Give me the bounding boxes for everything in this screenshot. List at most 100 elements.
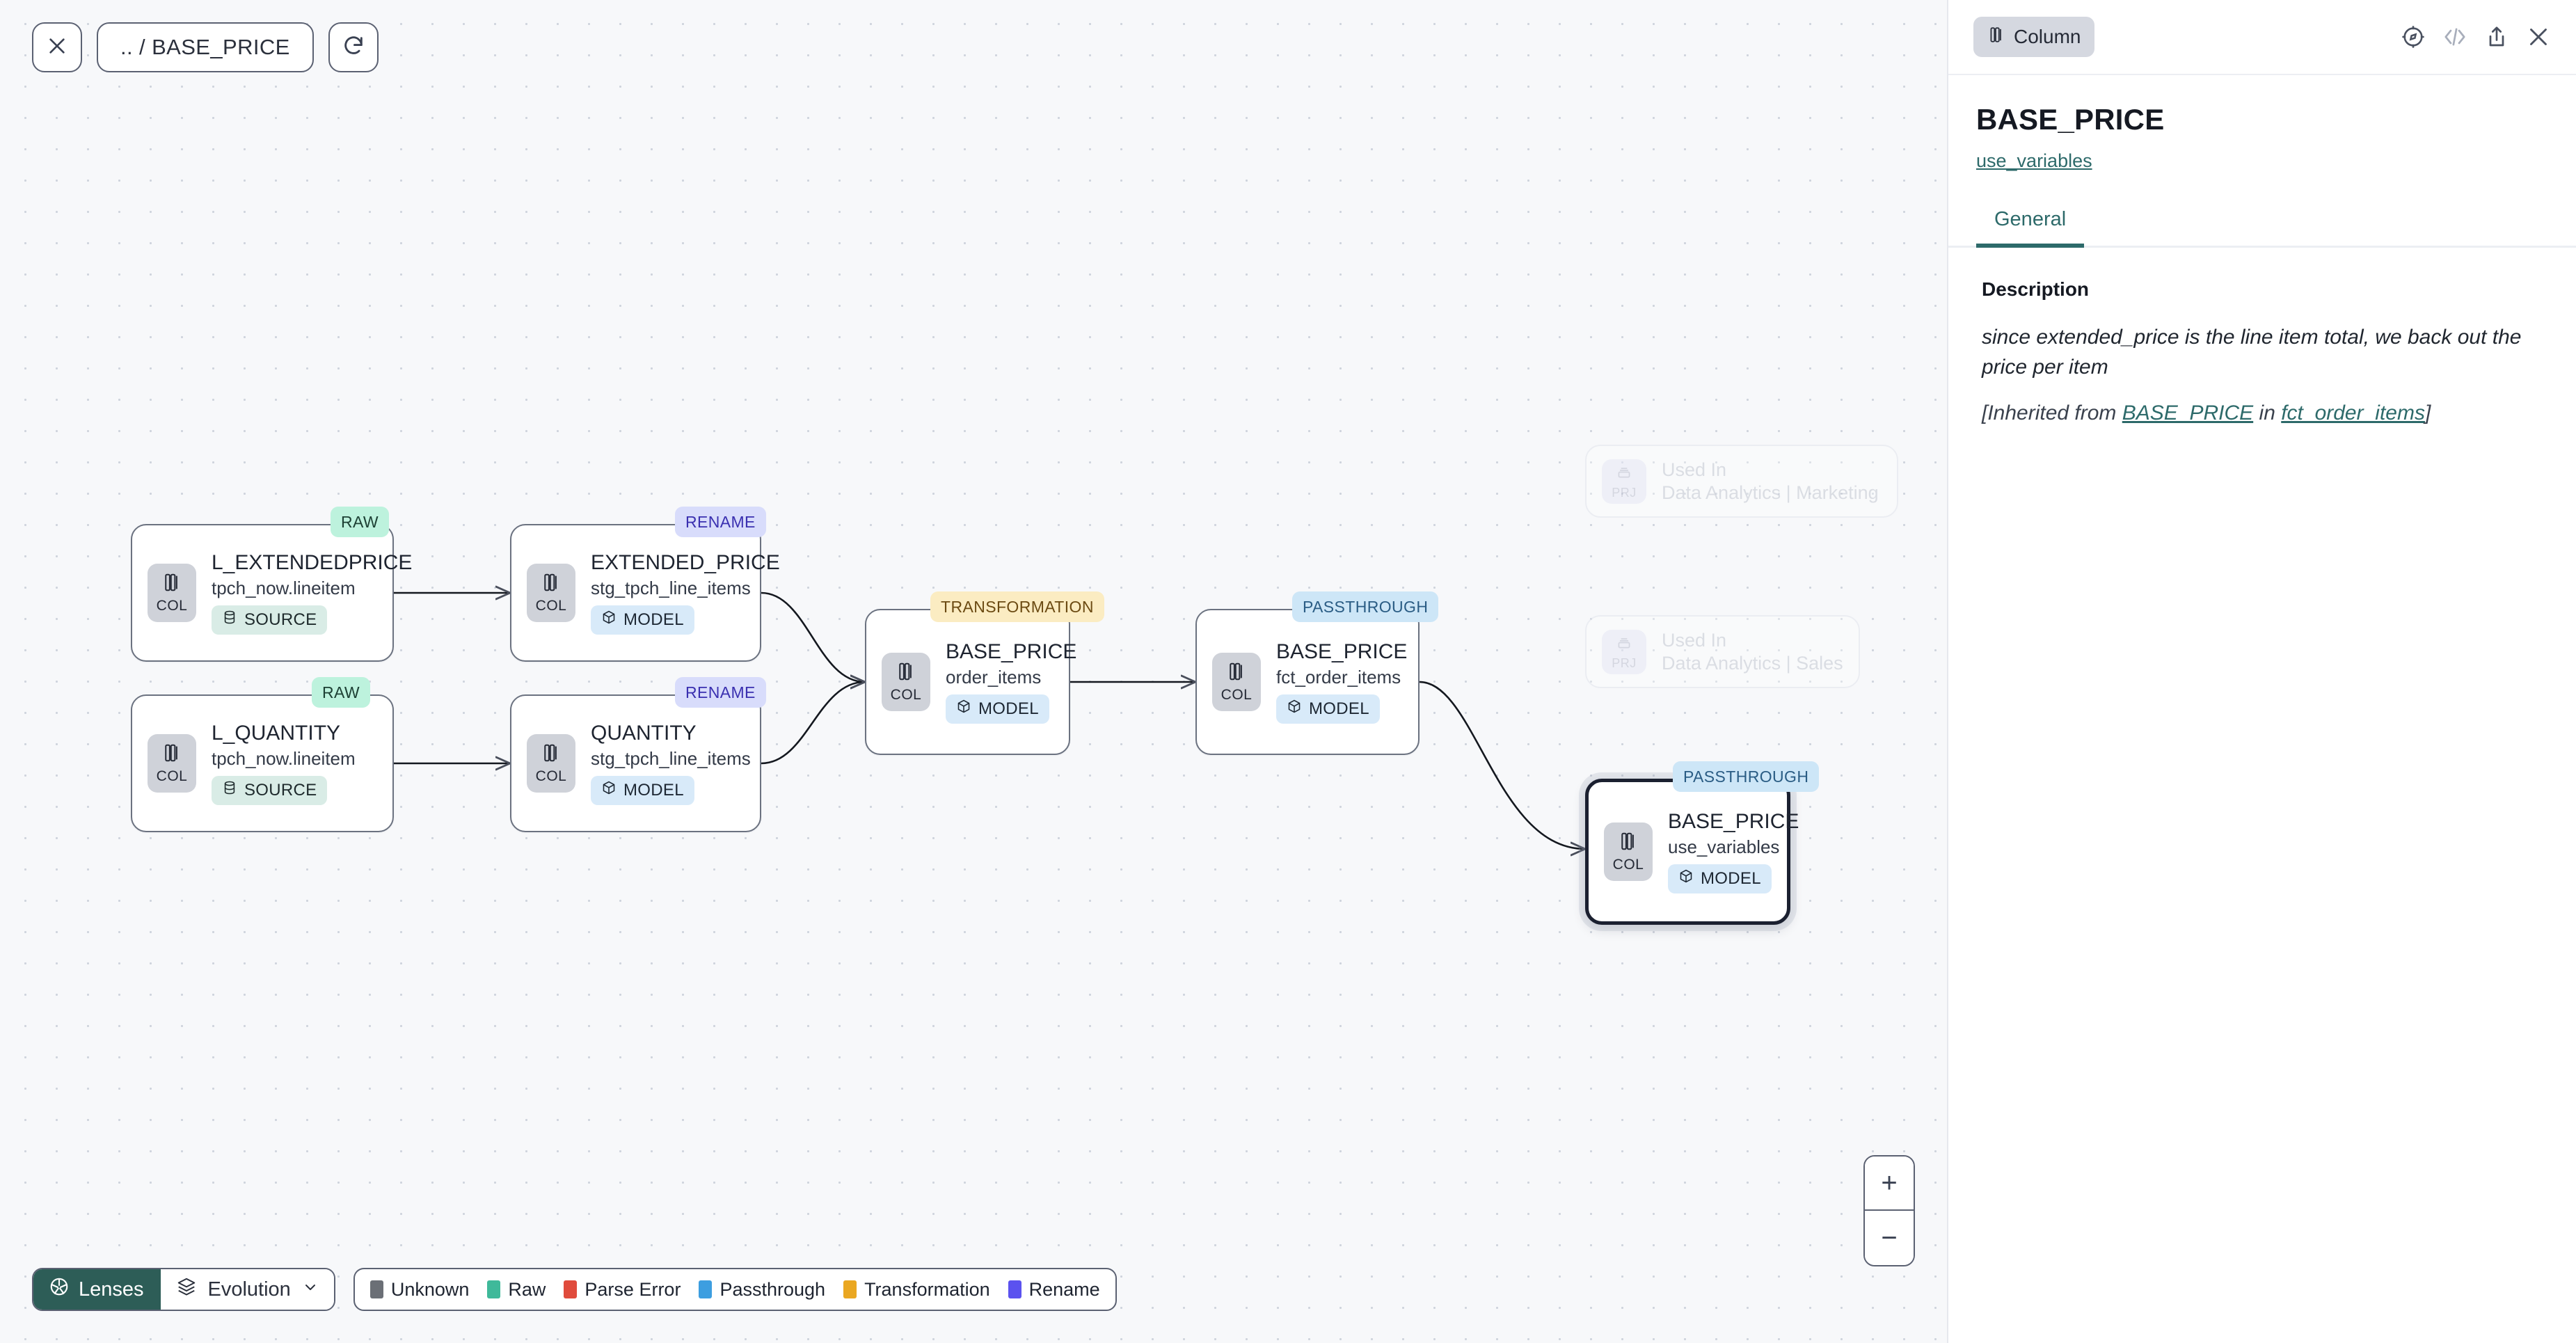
node-title: L_QUANTITY	[212, 722, 341, 745]
legend-swatch	[699, 1280, 713, 1298]
node-chip-col: COL	[527, 564, 575, 622]
lineage-node-selected[interactable]: COL BASE_PRICE use_variables MODEL	[1585, 779, 1799, 925]
node-chip-col: COL	[1212, 653, 1261, 711]
node-badge-rename: RENAME	[675, 507, 766, 537]
lenses-button[interactable]: Lenses	[33, 1269, 161, 1310]
node-chip-label: COL	[890, 686, 922, 703]
used-in-label: Used In	[1662, 459, 1727, 481]
cube-icon	[601, 610, 617, 630]
tab-general[interactable]: General	[1976, 208, 2085, 248]
legend-item[interactable]: Transformation	[843, 1279, 990, 1301]
panel-tabs: General	[1948, 208, 2576, 248]
legend-item[interactable]: Parse Error	[564, 1279, 681, 1301]
close-icon	[46, 35, 68, 61]
node-pill-label: MODEL	[623, 610, 684, 629]
column-icon	[1226, 661, 1247, 685]
node-pill-model: MODEL	[591, 775, 694, 805]
panel-header: Column	[1948, 0, 2576, 75]
inherited-suffix: ]	[2424, 402, 2431, 425]
legend-item[interactable]: Rename	[1008, 1279, 1100, 1301]
refresh-button[interactable]	[328, 22, 379, 72]
description-text: since extended_price is the line item to…	[1982, 326, 2522, 379]
node-badge-passthrough: PASSTHROUGH	[1292, 591, 1439, 622]
breadcrumb[interactable]: .. / BASE_PRICE	[97, 22, 314, 72]
node-chip-label: COL	[535, 597, 567, 614]
evolution-dropdown[interactable]: Evolution	[160, 1269, 334, 1310]
node-chip-label: COL	[535, 768, 567, 784]
lineage-legend: Unknown Raw Parse Error Passthrough Tran…	[353, 1268, 1117, 1311]
lineage-node[interactable]: COL BASE_PRICE order_items MODEL	[865, 609, 1077, 755]
zoom-in-button[interactable]: +	[1865, 1157, 1914, 1211]
inherited-model-link[interactable]: fct_order_items	[2281, 402, 2425, 425]
used-in-node[interactable]: PRJ Used In Data Analytics | Marketing	[1585, 445, 1898, 518]
zoom-controls: + −	[1863, 1155, 1915, 1266]
lineage-node[interactable]: COL QUANTITY stg_tpch_line_items MODEL	[510, 694, 761, 832]
column-icon	[541, 572, 562, 596]
cube-icon	[956, 699, 971, 719]
inherited-prefix: [Inherited from	[1982, 402, 2122, 425]
canvas-bottom-bar: Lenses Evolution Unknown Raw Parse Error…	[32, 1268, 1117, 1311]
legend-label: Passthrough	[719, 1278, 826, 1300]
node-title: QUANTITY	[591, 722, 697, 745]
node-pill-label: SOURCE	[244, 780, 317, 800]
node-pill-model: MODEL	[591, 605, 694, 635]
panel-title-area: BASE_PRICE use_variables	[1948, 75, 2576, 172]
column-icon	[161, 572, 182, 596]
node-chip-label: COL	[1221, 686, 1253, 703]
database-icon	[222, 780, 237, 800]
inherited-column-link[interactable]: BASE_PRICE	[2122, 402, 2254, 425]
node-chip-label: PRJ	[1612, 485, 1637, 500]
panel-header-actions	[2401, 24, 2551, 49]
node-badge-passthrough: PASSTHROUGH	[1673, 761, 1820, 792]
lineage-node[interactable]: COL L_EXTENDEDPRICE tpch_now.lineitem SO…	[131, 524, 412, 662]
node-title: BASE_PRICE	[1668, 810, 1799, 834]
canvas-toolbar: .. / BASE_PRICE	[32, 22, 379, 72]
lineage-node[interactable]: COL BASE_PRICE fct_order_items MODEL	[1195, 609, 1420, 755]
legend-item[interactable]: Unknown	[369, 1278, 470, 1301]
node-chip-label: PRJ	[1612, 655, 1637, 670]
lineage-node[interactable]: COL L_QUANTITY tpch_now.lineitem SOURCE	[131, 694, 394, 832]
column-icon	[1618, 831, 1639, 855]
lenses-label: Lenses	[79, 1278, 144, 1301]
zoom-out-button[interactable]: −	[1865, 1211, 1914, 1265]
used-in-project: Data Analytics | Marketing	[1662, 482, 1879, 503]
close-icon[interactable]	[2526, 24, 2551, 49]
parent-model-link[interactable]: use_variables	[1976, 150, 2092, 171]
node-chip-col: COL	[148, 564, 196, 622]
node-chip-label: COL	[156, 768, 188, 784]
column-icon	[1987, 26, 2005, 49]
inherited-mid: in	[2253, 402, 2282, 425]
panel-content: Description since extended_price is the …	[1948, 248, 2576, 429]
used-in-node[interactable]: PRJ Used In Data Analytics | Sales	[1585, 615, 1860, 688]
explore-icon[interactable]	[2401, 24, 2426, 49]
cube-icon	[1678, 868, 1694, 889]
entity-kind-label: Column	[2014, 26, 2081, 47]
node-chip-label: COL	[1612, 856, 1644, 873]
node-title: BASE_PRICE	[946, 640, 1077, 664]
share-icon[interactable]	[2484, 24, 2509, 49]
node-chip-prj: PRJ	[1602, 629, 1646, 674]
lineage-canvas[interactable]: .. / BASE_PRICE	[0, 0, 1947, 1343]
page-title: BASE_PRICE	[1976, 103, 2165, 136]
lineage-node[interactable]: COL EXTENDED_PRICE stg_tpch_line_items M…	[510, 524, 780, 662]
details-panel: Column BASE_PRICE use_variables	[1947, 0, 2576, 1343]
close-button[interactable]	[32, 22, 82, 72]
column-icon	[161, 742, 182, 767]
legend-swatch	[369, 1280, 383, 1298]
layers-icon	[176, 1276, 197, 1303]
refresh-icon	[342, 34, 365, 61]
description-body: since extended_price is the line item to…	[1982, 323, 2531, 429]
node-chip-col: COL	[148, 734, 196, 793]
code-icon[interactable]	[2442, 24, 2467, 49]
legend-item[interactable]: Raw	[487, 1279, 546, 1301]
node-badge-raw: RAW	[331, 507, 390, 537]
legend-label: Unknown	[390, 1278, 470, 1300]
cube-icon	[1287, 699, 1302, 719]
legend-item[interactable]: Passthrough	[699, 1279, 825, 1301]
node-badge-transformation: TRANSFORMATION	[930, 591, 1104, 622]
node-subtitle: stg_tpch_line_items	[591, 577, 751, 598]
node-pill-source: SOURCE	[212, 605, 328, 635]
used-in-label: Used In	[1662, 630, 1727, 651]
node-subtitle: tpch_now.lineitem	[212, 577, 356, 598]
